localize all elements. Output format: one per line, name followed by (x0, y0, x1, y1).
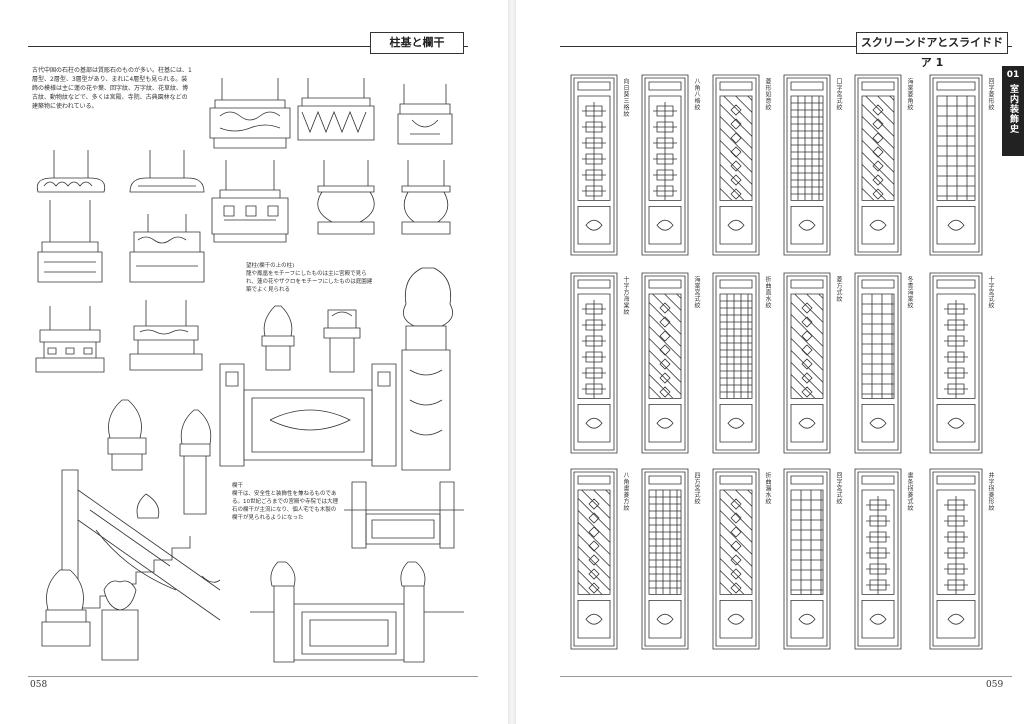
door-lattice (783, 272, 831, 454)
marble-railing (250, 561, 464, 663)
door-panel (783, 272, 831, 454)
carved-balustrade (219, 363, 397, 467)
door-pattern-label: 海棠菱角紋 (906, 78, 913, 111)
door-panel (783, 468, 831, 650)
door-panel (712, 468, 760, 650)
left-page-number: 058 (30, 680, 48, 690)
door-lattice (929, 272, 983, 454)
column-base-drum-1 (211, 160, 289, 243)
railing-caption: 欄干 欄干は、安全性と装飾性を兼ねるものである。10世紀ごろまでの宮殿や寺院では… (232, 482, 338, 522)
door-panel (929, 272, 983, 454)
baluster-and-railing-illustrations (41, 267, 464, 663)
door-pattern-label: 回字菱形紋 (987, 78, 994, 111)
door-panel (570, 272, 618, 454)
door-panel (641, 74, 689, 256)
lotus-bud-baluster-1 (107, 399, 147, 471)
page-gutter (508, 0, 516, 724)
door-lattice (854, 74, 902, 256)
left-page: 柱基と欄干 古代中国の石柱の基部は質彫石のものが多い。柱基には、1層型、2層型、… (0, 0, 508, 724)
door-lattice (570, 272, 618, 454)
door-pattern-label: 口字宮式紋 (835, 78, 842, 111)
door-lattice (783, 74, 831, 256)
door-lattice (854, 468, 902, 650)
door-lattice (570, 74, 618, 256)
right-footer-rule (560, 676, 1012, 677)
door-pattern-label: 菱形如意紋 (764, 78, 771, 111)
baluster-lotus-top (261, 305, 295, 371)
door-panel (641, 272, 689, 454)
door-pattern-label: 八角八格紋 (693, 78, 700, 111)
door-lattice (641, 468, 689, 650)
door-pattern-label: 四方宮式紋 (693, 472, 700, 505)
door-lattice (783, 468, 831, 650)
right-header-rule (560, 46, 1012, 47)
column-base-layered-2 (129, 300, 203, 371)
lotus-pillar-bottom-1 (41, 569, 91, 647)
railing-caption-title: 欄干 (232, 483, 244, 489)
column-base-ornate-3 (397, 84, 453, 145)
door-lattice (929, 74, 983, 256)
column-base-lotus-1 (36, 150, 106, 193)
baluster-caption: 望柱(欄干の上の柱) 龍や鳳凰をモチーフにしたものは主に宮殿で見られ、蓮の花やザ… (246, 262, 376, 294)
door-pattern-label: 書条拐菱式紋 (906, 472, 913, 511)
door-lattice (712, 74, 760, 256)
door-panel (783, 74, 831, 256)
door-pattern-label: 十字宮式紋 (987, 276, 994, 309)
door-panel (641, 468, 689, 650)
door-lattice (929, 468, 983, 650)
column-base-lotus-2 (129, 150, 205, 193)
door-lattice (712, 468, 760, 650)
door-panel (854, 272, 902, 454)
door-panel (712, 74, 760, 256)
door-pattern-label: 井字拐菱形紋 (987, 472, 994, 511)
stone-lion-pillar (401, 267, 454, 471)
door-pattern-label: 折曲漏水紋 (764, 472, 771, 505)
left-header-rule (28, 46, 468, 47)
door-pattern-label: 八角書菱方紋 (622, 472, 629, 511)
chapter-number: 01 (1006, 70, 1020, 80)
door-pattern-label: 十字方海棠紋 (622, 276, 629, 315)
column-base-layered-1 (35, 306, 105, 373)
baluster-caption-title: 望柱(欄干の上の柱) (246, 263, 295, 269)
door-lattice (641, 272, 689, 454)
door-pattern-label: 回字宮式紋 (835, 472, 842, 505)
door-lattice (712, 272, 760, 454)
door-lattice (570, 468, 618, 650)
door-pattern-label: 海棠宮式紋 (693, 276, 700, 309)
column-base-vase-1 (317, 160, 375, 235)
lotus-pillar-bottom-2 (101, 580, 139, 661)
door-panel (570, 468, 618, 650)
column-base-ornate-2 (297, 78, 375, 141)
door-panel (712, 272, 760, 454)
chapter-tab: 01 室内装飾史 (1002, 66, 1024, 156)
left-section-title: 柱基と欄干 (370, 32, 464, 54)
door-pattern-label: 菱方式紋 (835, 276, 842, 302)
door-lattice (641, 74, 689, 256)
baluster-caption-text: 龍や鳳凰をモチーフにしたものは主に宮殿で見られ、蓮の花やザクロをモチーフにしたも… (246, 271, 373, 293)
intro-paragraph: 古代中国の石柱の基部は質彫石のものが多い。柱基には、1層型、2層型、3層型があり… (32, 67, 192, 110)
door-panel (854, 74, 902, 256)
door-panel (929, 468, 983, 650)
door-panel (929, 74, 983, 256)
right-section-title: スクリーンドアとスライドドア 1 (856, 32, 1008, 69)
railing-caption-text: 欄干は、安全性と装飾性を兼ねるものである。10世紀ごろまでの宮殿や寺院では大理石… (232, 491, 338, 521)
door-pattern-label: 冬青海棠紋 (906, 276, 913, 309)
column-base-ornate-1 (209, 78, 291, 149)
column-base-drum-2 (37, 200, 103, 283)
right-page-number: 059 (986, 680, 1004, 690)
chapter-title: 室内装飾史 (1008, 84, 1018, 134)
door-lattice (854, 272, 902, 454)
left-footer-rule (28, 676, 478, 677)
column-base-carved-1 (129, 214, 205, 283)
column-base-vase-2 (401, 160, 451, 235)
door-panel (854, 468, 902, 650)
door-pattern-label: 折曲直水紋 (764, 276, 771, 309)
door-pattern-label: 向日葵三格紋 (622, 78, 629, 117)
lotus-bud-baluster-2 (179, 409, 212, 515)
baluster-lion-top (323, 309, 361, 373)
column-base-illustrations (35, 78, 453, 373)
door-panel (570, 74, 618, 256)
wooden-railing (344, 481, 464, 549)
